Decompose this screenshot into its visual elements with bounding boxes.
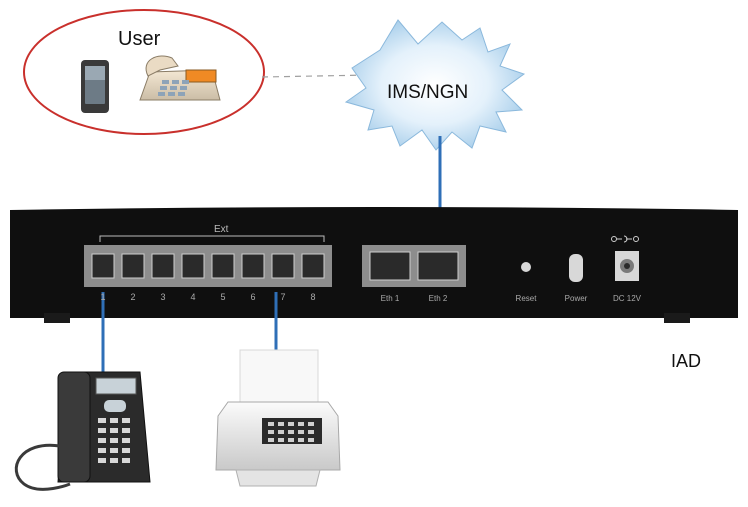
ext-port-1-label: 1 (100, 292, 106, 302)
eth-port-2-label: Eth 2 (428, 294, 448, 303)
ext-port-2-label: 2 (130, 292, 136, 302)
ext-port-3-label: 3 (160, 292, 166, 302)
office-phone-icon (14, 371, 151, 491)
ext-port-5-label: 5 (220, 292, 226, 302)
ims-ngn-cloud (344, 19, 526, 151)
ext-port-4-label: 4 (190, 292, 196, 302)
iad-device (10, 207, 738, 323)
ext-port-6-label: 6 (250, 292, 256, 302)
iad-label: IAD (671, 351, 702, 371)
ext-label: Ext (214, 224, 229, 235)
dc-polarity-icon (611, 235, 639, 243)
eth-port-1-label: Eth 1 (380, 294, 400, 303)
cloud-label: IMS/NGN (387, 82, 469, 103)
user-label: User (118, 28, 161, 50)
dc-label: DC 12V (612, 294, 641, 303)
user-cloud-link (261, 74, 371, 78)
ext-port-8-label: 8 (310, 292, 316, 302)
power-label: Power (564, 294, 588, 303)
reset-label: Reset (515, 294, 537, 303)
mobile-phone-icon (81, 60, 109, 113)
ext-port-7-label: 7 (280, 292, 286, 302)
desk-phone-icon (139, 55, 221, 101)
user-group (23, 9, 265, 135)
fax-machine-icon (215, 349, 341, 487)
